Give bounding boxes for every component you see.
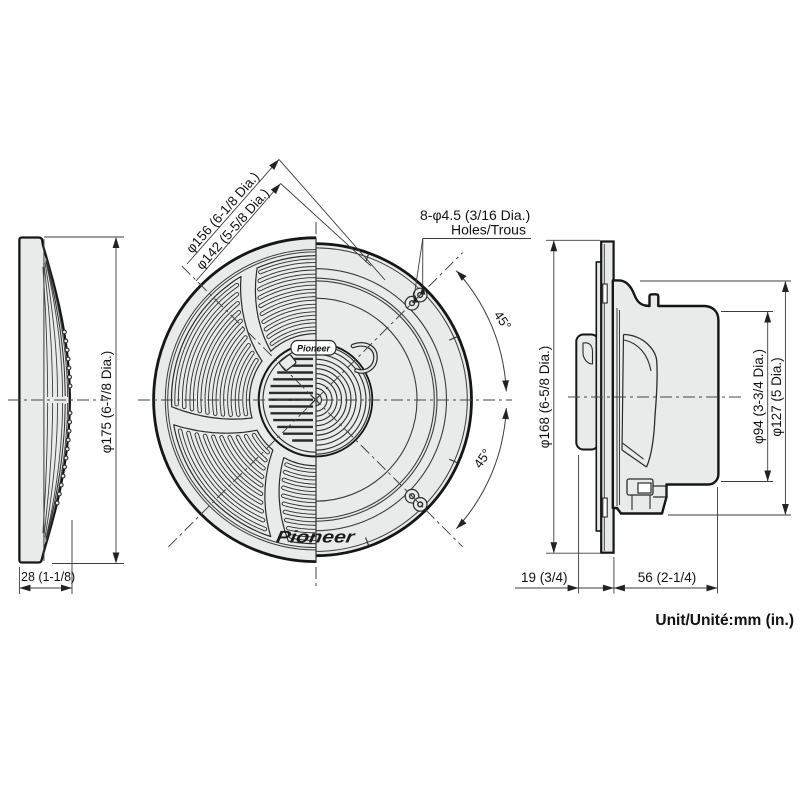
- svg-text:28 (1-1/8): 28 (1-1/8): [21, 570, 75, 584]
- svg-text:φ94 (3-3/4 Dia.): φ94 (3-3/4 Dia.): [751, 349, 766, 444]
- svg-text:φ175 (6-7/8 Dia.): φ175 (6-7/8 Dia.): [99, 351, 114, 454]
- svg-text:Unit/Unité:mm (in.): Unit/Unité:mm (in.): [655, 612, 794, 629]
- svg-text:Holes/Trous: Holes/Trous: [451, 222, 526, 238]
- svg-text:19 (3/4): 19 (3/4): [521, 570, 568, 585]
- svg-text:8-φ4.5 (3/16 Dia.): 8-φ4.5 (3/16 Dia.): [420, 207, 530, 223]
- svg-text:φ127 (5 Dia.): φ127 (5 Dia.): [769, 357, 784, 436]
- svg-text:Pioneer: Pioneer: [297, 344, 331, 354]
- svg-text:φ168 (6-5/8 Dia.): φ168 (6-5/8 Dia.): [537, 346, 552, 449]
- svg-text:56 (2-1/4): 56 (2-1/4): [638, 570, 697, 585]
